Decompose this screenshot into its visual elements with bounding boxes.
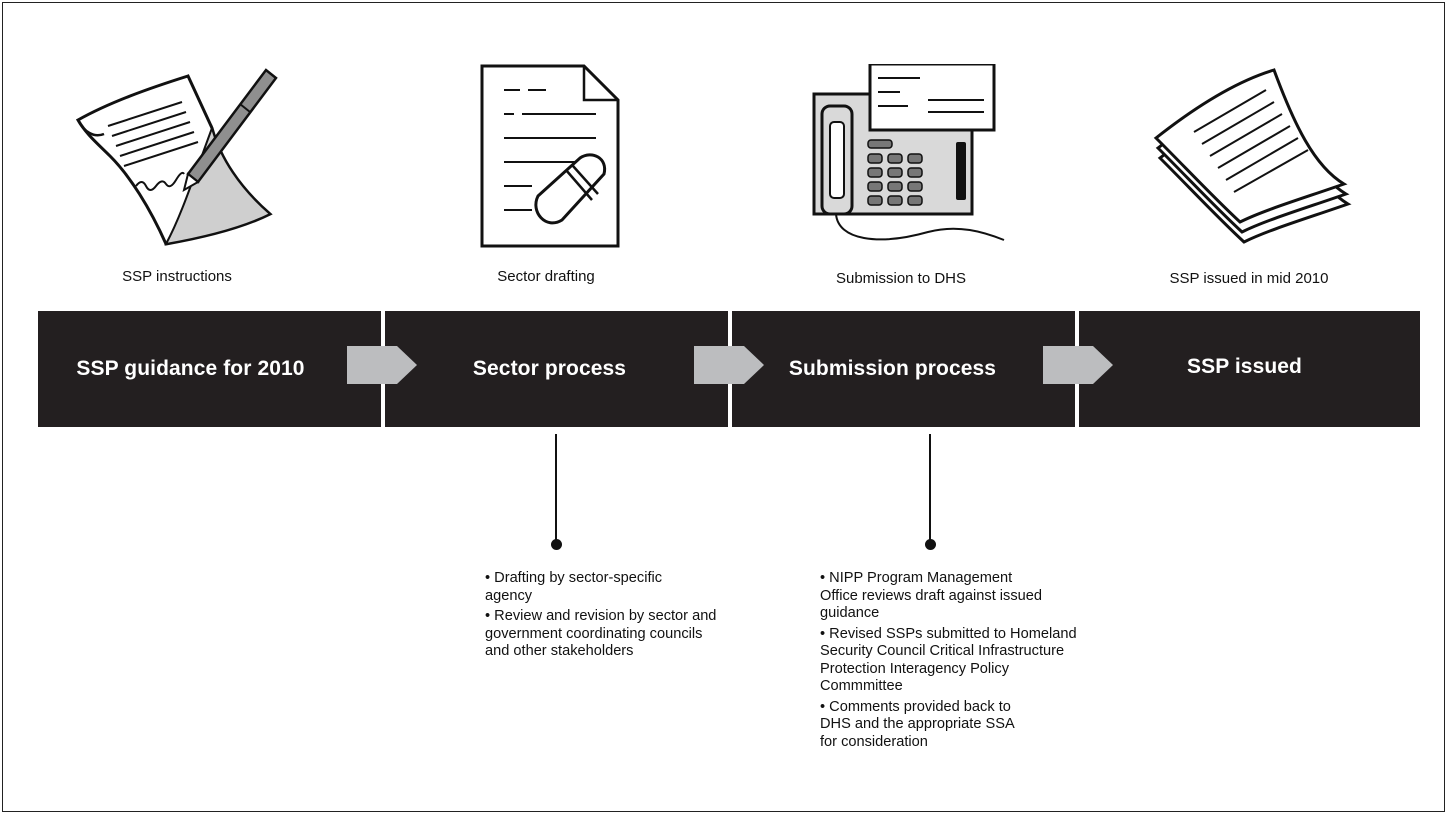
fax-machine-icon xyxy=(812,64,1005,241)
submission-detail-item: • NIPP Program Management Office reviews… xyxy=(820,570,1042,621)
stage-submission-process: Submission process xyxy=(732,311,1075,427)
stage-guidance: SSP guidance for 2010 xyxy=(38,311,381,427)
submission-detail-item: • Revised SSPs submitted to Homeland Sec… xyxy=(820,625,1077,695)
sector-detail-item: • Review and revision by sector and gove… xyxy=(485,608,717,659)
caption-submission-to-dhs: Submission to DHS xyxy=(835,270,967,287)
stage-ssp-issued: SSP issued xyxy=(1079,311,1420,427)
sector-details: • Drafting by sector-specific agency • R… xyxy=(485,570,725,664)
arrow-3 xyxy=(1043,346,1113,384)
submission-callout-line xyxy=(929,434,931,542)
stage-ssp-issued-label: SSP issued xyxy=(1186,355,1302,378)
stage-guidance-label: SSP guidance for 2010 xyxy=(76,357,305,380)
sector-callout-dot xyxy=(551,539,562,550)
arrow-2 xyxy=(694,346,764,384)
sector-detail-item: • Drafting by sector-specific agency xyxy=(485,570,663,604)
caption-ssp-instructions: SSP instructions xyxy=(122,268,232,285)
submission-detail-item: • Comments provided back to DHS and the … xyxy=(820,698,1014,750)
stage-sector-process: Sector process xyxy=(385,311,728,427)
submission-details: • NIPP Program Management Office reviews… xyxy=(820,570,1090,754)
stage-sector-process-label: Sector process xyxy=(472,357,627,380)
stage-submission-process-label: Submission process xyxy=(788,357,997,380)
arrow-1 xyxy=(347,346,417,384)
draft-document-icon xyxy=(480,64,620,248)
caption-ssp-issued: SSP issued in mid 2010 xyxy=(1169,270,1329,287)
caption-sector-drafting: Sector drafting xyxy=(497,268,595,285)
submission-callout-dot xyxy=(925,539,936,550)
sector-callout-line xyxy=(555,434,557,542)
signed-document-icon xyxy=(75,68,278,246)
paper-stack-icon xyxy=(1153,68,1352,244)
